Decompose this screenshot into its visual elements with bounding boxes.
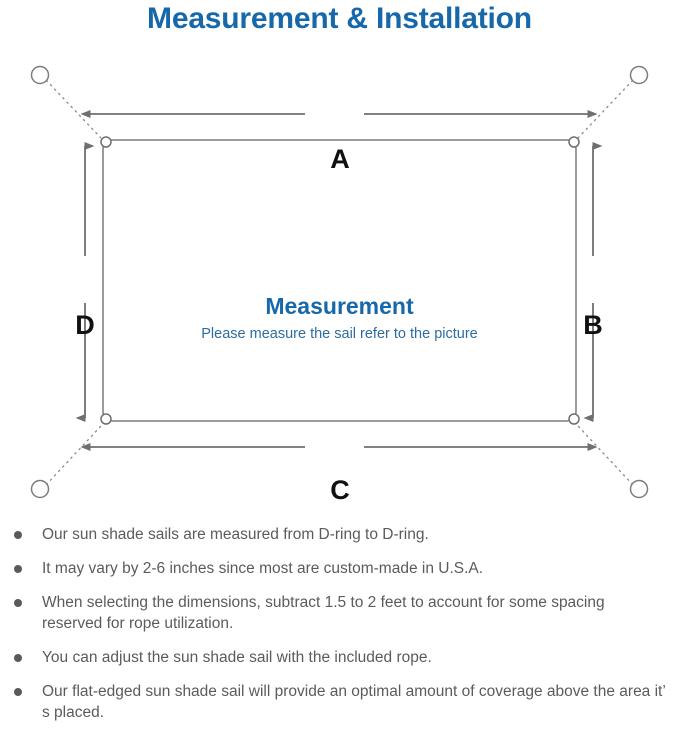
rope-bottom-left bbox=[45, 425, 102, 486]
rope-top-right bbox=[577, 79, 634, 139]
d-ring-bottom-left bbox=[100, 413, 112, 425]
sail-label-subtext: Please measure the sail refer to the pic… bbox=[201, 326, 478, 342]
bullet-icon bbox=[14, 599, 22, 607]
list-item: Our flat-edged sun shade sail will provi… bbox=[12, 681, 667, 723]
sail-label-heading: Measurement bbox=[265, 293, 414, 319]
anchor-ring-bottom-right bbox=[629, 479, 649, 499]
page-title: Measurement & Installation bbox=[147, 2, 532, 35]
note-text: It may vary by 2-6 inches since most are… bbox=[42, 560, 484, 577]
notes-list: Our sun shade sails are measured from D-… bbox=[0, 524, 679, 736]
rope-bottom-right bbox=[577, 425, 634, 486]
list-item: You can adjust the sun shade sail with t… bbox=[12, 647, 667, 668]
dimension-label-c: C bbox=[330, 475, 350, 505]
anchor-rings bbox=[30, 65, 649, 499]
bullet-icon bbox=[14, 531, 22, 539]
dimension-label-b: B bbox=[583, 310, 603, 340]
bullet-icon bbox=[14, 654, 22, 662]
list-item: When selecting the dimensions, subtract … bbox=[12, 592, 667, 634]
sail-body bbox=[102, 139, 577, 422]
list-item: It may vary by 2-6 inches since most are… bbox=[12, 558, 667, 579]
d-rings bbox=[100, 136, 580, 425]
diagram-svg bbox=[30, 65, 649, 499]
dimension-label-d: D bbox=[75, 310, 95, 340]
note-text: You can adjust the sun shade sail with t… bbox=[42, 649, 432, 666]
rope-top-left bbox=[45, 79, 102, 139]
note-text: When selecting the dimensions, subtract … bbox=[42, 594, 605, 632]
note-text: Our flat-edged sun shade sail will provi… bbox=[42, 683, 666, 721]
list-item: Our sun shade sails are measured from D-… bbox=[12, 524, 667, 545]
bullet-icon bbox=[14, 688, 22, 696]
note-text: Our sun shade sails are measured from D-… bbox=[42, 526, 429, 543]
anchor-ring-bottom-left bbox=[30, 479, 50, 499]
d-ring-top-left bbox=[100, 136, 112, 148]
d-ring-bottom-right bbox=[568, 413, 580, 425]
anchor-ring-top-right bbox=[629, 65, 649, 85]
anchor-ring-top-left bbox=[30, 65, 50, 85]
d-ring-top-right bbox=[568, 136, 580, 148]
bullet-icon bbox=[14, 565, 22, 573]
sail-measurement-diagram: A B C D Measurement Please measure the s… bbox=[0, 48, 679, 518]
rope-lines bbox=[45, 79, 634, 486]
dimension-label-a: A bbox=[330, 144, 350, 174]
